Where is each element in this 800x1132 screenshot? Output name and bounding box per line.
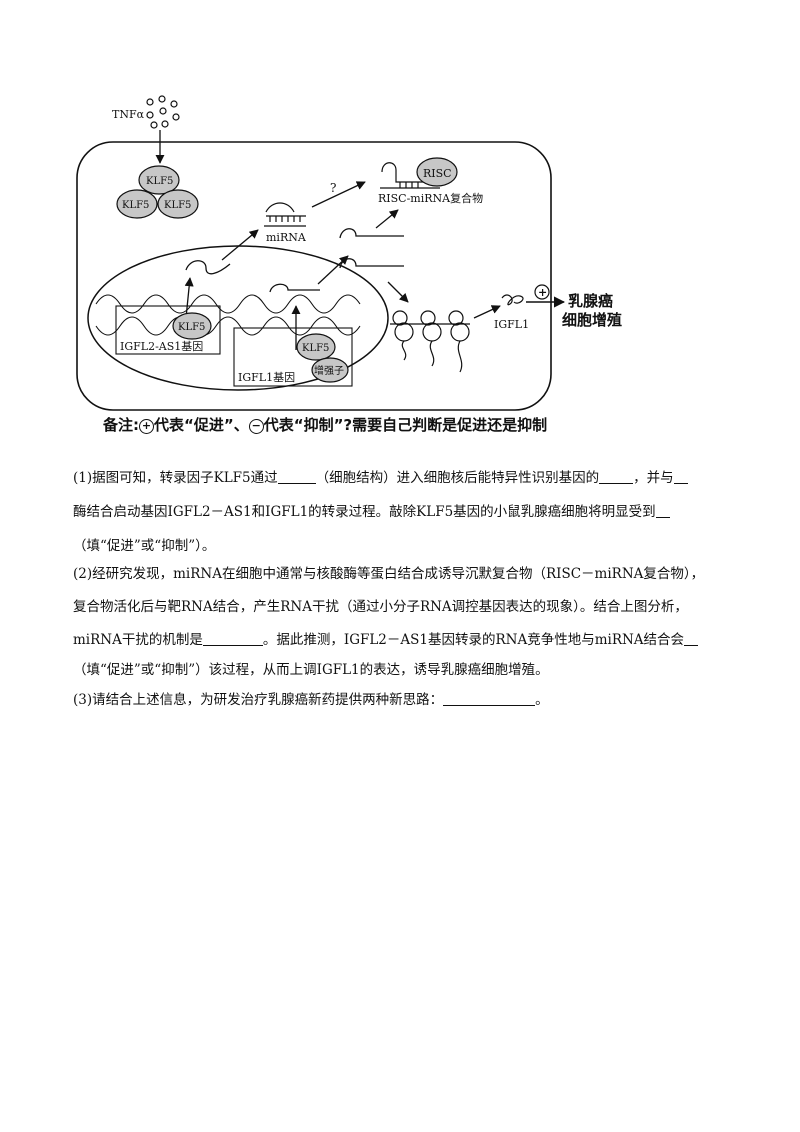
mirna-label: miRNA	[266, 231, 307, 244]
dna-helix-strand-a	[95, 294, 361, 314]
q1-text-c: ，并与	[633, 470, 674, 486]
igfl1-protein	[501, 294, 524, 306]
q2-text-e: （填“促进”或“抑制”）该过程，从而上调IGFL1的表达，诱导乳腺癌细胞增殖。	[73, 662, 549, 678]
enhancer	[311, 357, 349, 383]
q1-blank-1	[277, 469, 316, 484]
klf5-bound-igfl1	[296, 333, 336, 361]
klf5-label-right: KLF5	[164, 200, 191, 211]
arrow-rna-to-ribosome	[387, 281, 409, 303]
q2-line1: (2)经研究发现，miRNA在细胞中通常与核酸酶等蛋白结合成诱导沉默复合物（RI…	[73, 564, 733, 584]
q2-text-a: (2)经研究发现，miRNA在细胞中通常与核酸酶等蛋白结合成诱导沉默复合物（RI…	[73, 566, 705, 582]
q1-line1: (1)据图可知，转录因子KLF5通过 （细胞结构）进入细胞核后能特异性识别基因的 ，…	[73, 468, 733, 488]
q2-text-c: miRNA干扰的机制是	[73, 632, 203, 648]
igfl1-label: IGFL1	[494, 318, 529, 331]
q3-text-b: 。	[535, 692, 549, 708]
igfl2-gene-label: IGFL2-AS1基因	[120, 340, 203, 353]
klf5-bound-igfl2-label: KLF5	[178, 322, 205, 333]
promote-sign-text: +	[538, 286, 547, 299]
biology-diagram: TNFα KLF5 KLF5 KLF5 miRNA ?	[76, 95, 622, 411]
q2-blank-1	[202, 631, 263, 646]
arrow-gene-to-transcript	[184, 277, 194, 319]
q2-text-d: 。据此推测，IGFL2－AS1基因转录的RNA竞争性地与miRNA结合会	[262, 632, 685, 648]
question-mark: ?	[330, 181, 336, 195]
risc-label: RISC	[423, 167, 452, 180]
q3-blank-1	[443, 691, 536, 706]
q1-text-a: (1)据图可知，转录因子KLF5通过	[73, 470, 278, 486]
arrow-to-igfl1	[473, 305, 501, 319]
risc-complex	[380, 157, 458, 189]
q1-text-e: （填“促进”或“抑制”）。	[73, 538, 216, 554]
klf5-trimer	[116, 165, 199, 219]
q3-text-a: (3)请结合上述信息，为研发治疗乳腺癌新药提供两种新思路：	[73, 692, 444, 708]
tnf-molecules	[146, 95, 180, 129]
q2-line3: miRNA干扰的机制是 。据此推测，IGFL2－AS1基因转录的RNA竞争性地与m…	[73, 630, 733, 650]
dna-helix-strand-b	[95, 316, 361, 336]
arrow-to-risc	[311, 181, 366, 208]
q1-text-b: （细胞结构）进入细胞核后能特异性识别基因的	[315, 470, 600, 486]
tnf-label: TNFα	[112, 108, 145, 121]
klf5-label-left: KLF5	[122, 200, 149, 211]
transcript-igfl2	[185, 260, 231, 275]
plus-symbol: +	[139, 419, 154, 434]
klf5-bound-igfl1-label: KLF5	[302, 343, 329, 354]
enhancer-label: 增强子	[314, 364, 344, 377]
q1-line3: （填“促进”或“抑制”）。	[73, 536, 733, 556]
klf5-label-top: KLF5	[146, 176, 173, 187]
figure-note: 备注:+代表“促进”、−代表“抑制”?需要自己判断是促进还是抑制	[103, 414, 547, 435]
q1-blank-4	[655, 503, 670, 518]
q1-blank-3	[673, 469, 688, 484]
q1-line2: 酶结合启动基因IGFL2－AS1和IGFL1的转录过程。敲除KLF5基因的小鼠乳…	[73, 502, 733, 522]
q2-line4: （填“促进”或“抑制”）该过程，从而上调IGFL1的表达，诱导乳腺癌细胞增殖。	[73, 660, 733, 680]
outcome-line-2: 细胞增殖	[562, 311, 622, 329]
igfl1-gene-box	[233, 327, 353, 387]
rna-strand-upper	[339, 228, 404, 239]
note-suffix: 代表“抑制”?需要自己判断是促进还是抑制	[263, 416, 548, 434]
igfl2-gene-box	[115, 305, 221, 355]
note-mid: 代表“促进”、	[154, 416, 249, 434]
arrow-igfl2-to-mirna	[221, 229, 259, 261]
arrow-igfl1-out	[317, 255, 349, 285]
q1-text-d: 酶结合启动基因IGFL2－AS1和IGFL1的转录过程。敲除KLF5基因的小鼠乳…	[73, 504, 656, 520]
mirna-structure	[264, 202, 306, 227]
cell-membrane	[76, 141, 552, 411]
ribosomes	[392, 310, 470, 373]
promote-sign	[534, 284, 550, 300]
rna-strand-lower	[339, 258, 404, 269]
note-prefix: 备注:	[103, 416, 139, 434]
q2-text-b: 复合物活化后与靶RNA结合，产生RNA干扰（通过小分子RNA调控基因表达的现象）…	[73, 599, 688, 615]
outcome-line-1: 乳腺癌	[568, 292, 613, 310]
q1-blank-2	[599, 469, 634, 484]
arrow-rna-to-risc	[375, 209, 399, 229]
igfl1-gene-label: IGFL1基因	[238, 371, 295, 384]
risc-complex-label: RISC-miRNA复合物	[378, 191, 483, 205]
q2-line2: 复合物活化后与靶RNA结合，产生RNA干扰（通过小分子RNA调控基因表达的现象）…	[73, 597, 733, 617]
klf5-bound-igfl2	[172, 312, 212, 340]
q3-line1: (3)请结合上述信息，为研发治疗乳腺癌新药提供两种新思路： 。	[73, 690, 733, 710]
transcript-igfl1	[269, 283, 320, 293]
minus-symbol: −	[248, 419, 264, 434]
q2-blank-2	[684, 631, 699, 646]
